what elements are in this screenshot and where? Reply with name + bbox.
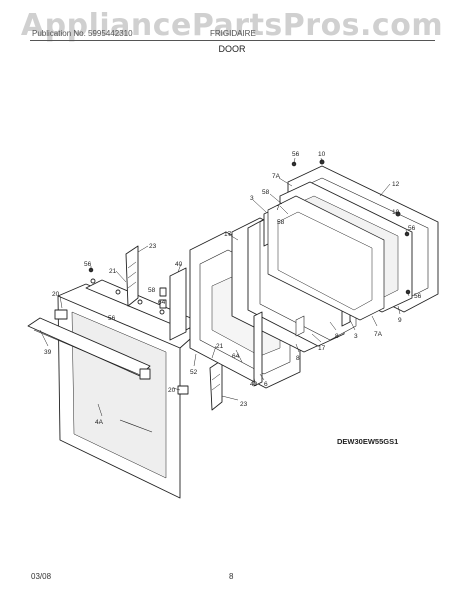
- callout-10-top: 10: [318, 151, 326, 158]
- callout-21-low: 21: [216, 343, 224, 350]
- callout-56-left: 56: [84, 261, 92, 268]
- callout-7a-low: 7A: [374, 331, 383, 338]
- callout-3-low: 3: [354, 333, 358, 340]
- callout-52: 52: [190, 369, 198, 376]
- callout-64-low: 64: [232, 353, 240, 360]
- callout-40-top: 40: [175, 261, 183, 268]
- callout-56-top: 56: [292, 151, 300, 158]
- callout-56-right: 56: [408, 225, 416, 232]
- callout-8-a: 8: [335, 333, 339, 340]
- watermark: AppliancePartsPros.com: [20, 8, 444, 43]
- left-bracket: [159, 267, 187, 341]
- model-code: DEW30EW55GS1: [337, 437, 399, 446]
- brand-name: FRIGIDAIRE: [210, 29, 256, 38]
- callout-23-low: 23: [240, 401, 248, 408]
- callout-7a-top: 7A: [272, 173, 281, 180]
- leader-lines: [39, 157, 410, 417]
- callout-23-top: 23: [149, 243, 157, 250]
- callout-58-b: 58: [277, 219, 285, 226]
- publication-number: Publication No. 5995442310: [32, 29, 133, 38]
- callout-17-low: 17: [318, 345, 326, 352]
- callout-6: 6: [264, 381, 268, 388]
- hinge-parts: [125, 245, 223, 411]
- door-back-liner: [267, 165, 439, 321]
- callout-40-low: 40: [250, 381, 258, 388]
- callout-58-mid: 58: [148, 287, 156, 294]
- section-title: DOOR: [218, 44, 246, 54]
- callout-56-right-low: 56: [414, 293, 422, 300]
- callout-3-top: 3: [250, 195, 254, 202]
- callout-56-mid: 56: [108, 315, 116, 322]
- callout-7: 7: [276, 205, 280, 212]
- callout-64-mid: 64: [158, 299, 166, 306]
- callout-21-left: 21: [109, 268, 117, 275]
- callout-8-b: 8: [296, 355, 300, 362]
- callout-12: 12: [392, 181, 400, 188]
- door-handle: [27, 317, 151, 380]
- footer-date: 03/08: [31, 572, 52, 581]
- callout-17-top: 17: [224, 231, 232, 238]
- header-rule: [30, 40, 435, 41]
- callout-39: 39: [44, 349, 52, 356]
- callout-20-low: 20: [168, 387, 176, 394]
- page-number: 8: [229, 572, 234, 581]
- callout-10-right: 10: [392, 209, 400, 216]
- callout-20-left: 20: [52, 291, 60, 298]
- callout-4a: 4A: [95, 419, 104, 426]
- callout-58-a: 58: [262, 189, 270, 196]
- callout-9: 9: [398, 317, 402, 324]
